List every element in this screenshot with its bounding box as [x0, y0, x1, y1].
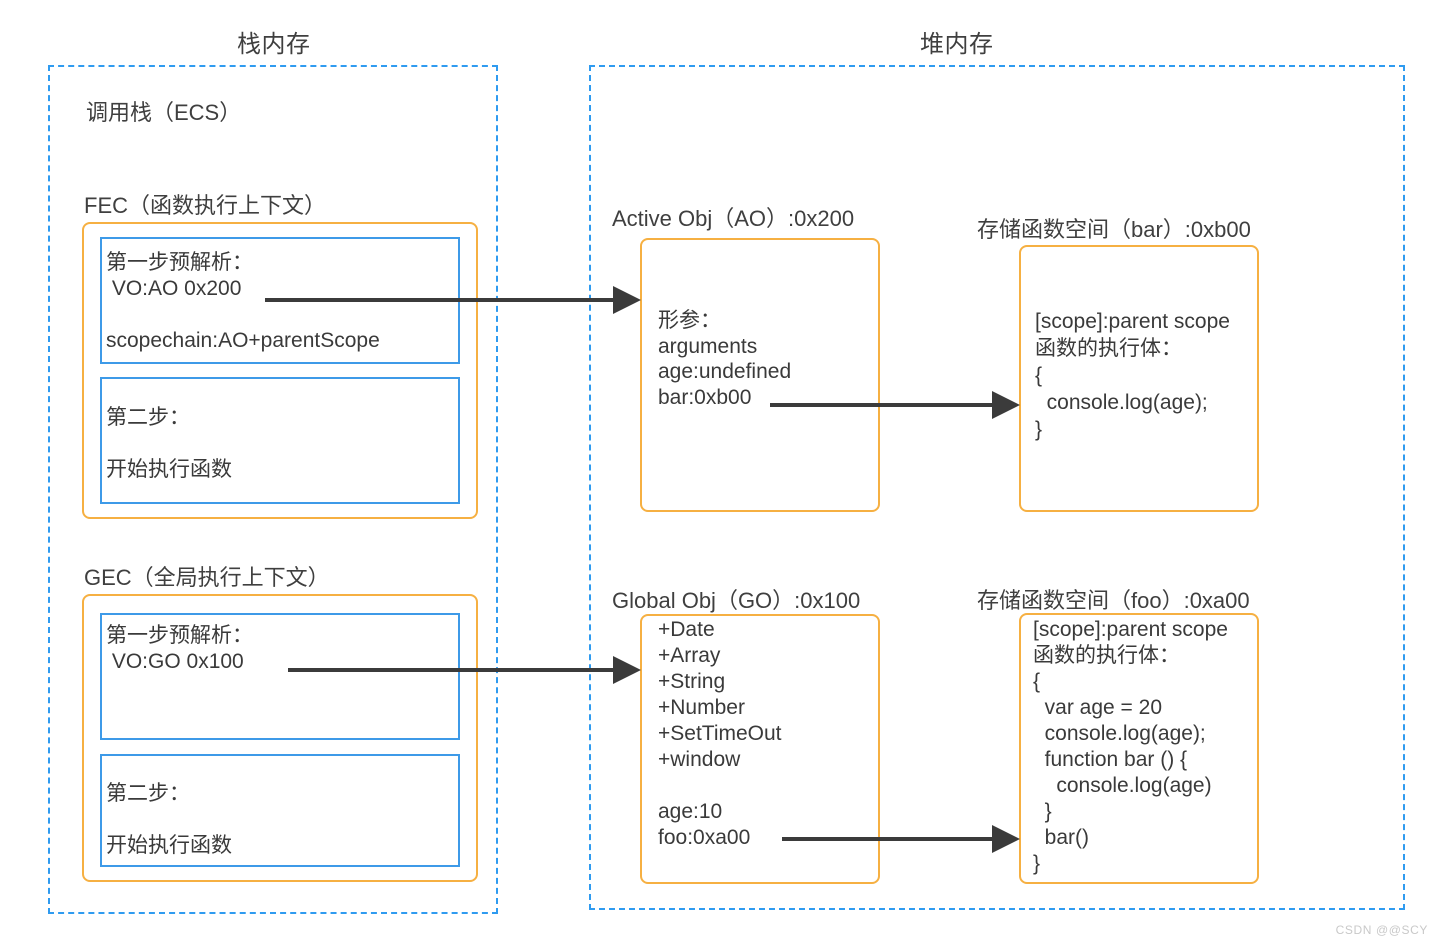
watermark: CSDN @@SCY: [1335, 923, 1428, 937]
bar-function-space-label: 存储函数空间（bar）:0xb00: [977, 217, 1251, 242]
bar-function-space-text: [scope]:parent scope 函数的执行体： { console.l…: [1035, 310, 1230, 441]
global-obj-label: Global Obj（GO）:0x100: [612, 588, 861, 613]
stack-memory-title: 栈内存: [237, 31, 311, 58]
bar-function-space-box: [1019, 245, 1259, 512]
fec-step2-text: 第二步： 开始执行函数: [106, 406, 232, 481]
heap-memory-title: 堆内存: [920, 31, 994, 58]
gec-step1-box: [100, 613, 460, 740]
foo-function-space-label: 存储函数空间（foo）:0xa00: [977, 588, 1250, 613]
call-stack-label: 调用栈（ECS）: [86, 100, 242, 125]
fec-label: FEC（函数执行上下文）: [84, 193, 327, 218]
active-obj-box: [640, 238, 880, 512]
heap-memory-container: [589, 65, 1405, 910]
foo-function-space-text: [scope]:parent scope 函数的执行体： { var age =…: [1033, 618, 1228, 875]
gec-step2-text: 第二步： 开始执行函数: [106, 782, 232, 857]
fec-step2-box: [100, 377, 460, 504]
fec-step1-text: 第一步预解析： VO:AO 0x200 scopechain:AO+parent…: [106, 251, 380, 352]
gec-step1-text: 第一步预解析： VO:GO 0x100: [106, 624, 253, 673]
gec-label: GEC（全局执行上下文）: [84, 565, 330, 590]
stack-memory-container: [48, 65, 498, 914]
active-obj-label: Active Obj（AO）:0x200: [612, 206, 855, 231]
global-obj-text: +Date +Array +String +Number +SetTimeOut…: [658, 618, 782, 849]
gec-step2-box: [100, 754, 460, 867]
active-obj-text: 形参： arguments age:undefined bar:0xb00: [658, 309, 792, 409]
foo-function-space-box: [1019, 613, 1259, 884]
